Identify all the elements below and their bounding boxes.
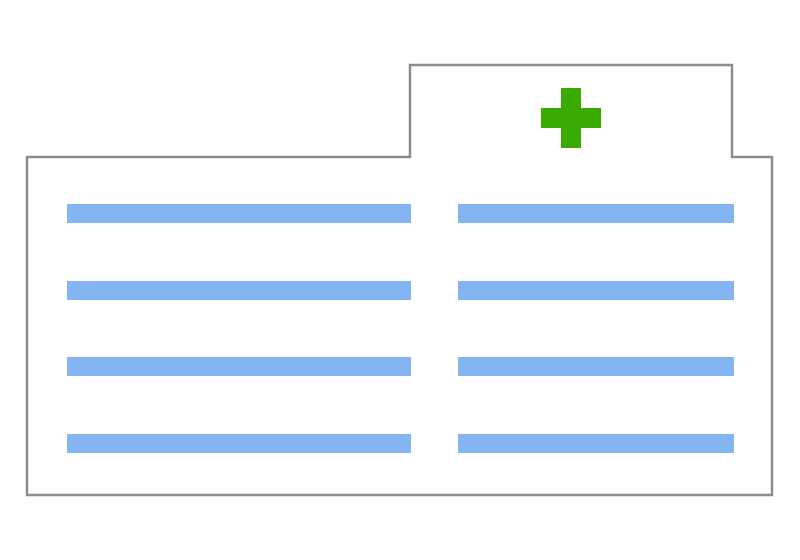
window-column-right	[458, 204, 734, 453]
window-stripe	[458, 281, 734, 300]
window-column-left	[67, 204, 411, 453]
window-stripe	[458, 204, 734, 223]
window-stripe	[67, 434, 411, 453]
window-stripe	[458, 357, 734, 376]
building-outline	[25, 63, 774, 497]
medical-cross-icon	[541, 88, 601, 148]
window-stripe	[67, 357, 411, 376]
window-stripe	[67, 204, 411, 223]
cross-horizontal-bar	[541, 108, 601, 128]
window-stripe	[458, 434, 734, 453]
window-stripe	[67, 281, 411, 300]
